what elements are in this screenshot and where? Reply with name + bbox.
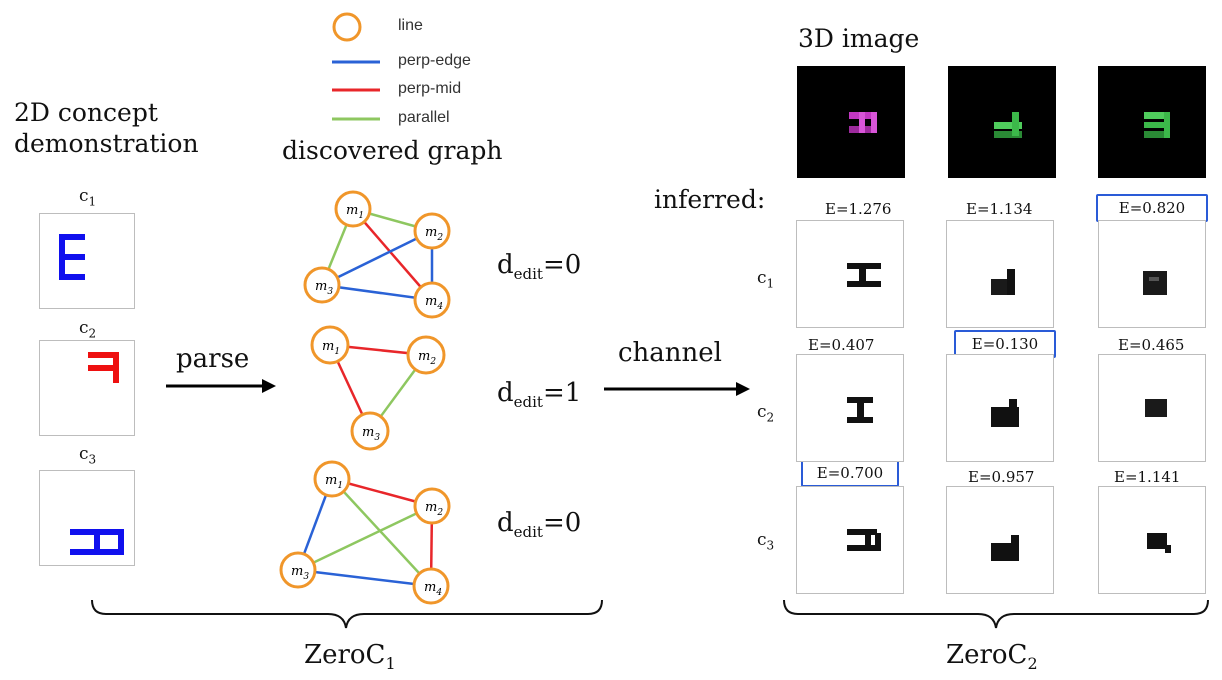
row-label-c1: c1	[757, 268, 775, 291]
graph2-node-m3: m3	[350, 411, 390, 451]
pred-r3-c1	[796, 486, 904, 594]
svg-text:m1: m1	[325, 473, 343, 491]
svg-text:m4: m4	[425, 294, 443, 312]
graph2-dedit: dedit=1	[497, 378, 582, 412]
legend-line-swatch	[332, 12, 362, 42]
graph3-node-m1: m1	[313, 460, 351, 498]
svg-text:m3: m3	[291, 564, 309, 582]
brace-left	[91, 599, 603, 629]
concept-demo-heading-line1: 2D concept	[14, 98, 158, 127]
row-label-c2: c2	[757, 402, 775, 425]
parse-arrow	[166, 379, 276, 393]
graph1-dedit: dedit=0	[497, 250, 582, 284]
graph3-dedit: dedit=0	[497, 508, 582, 542]
graph2-node-m2: m2	[406, 335, 446, 375]
concept-c3-glyph	[70, 529, 124, 555]
svg-text:m1: m1	[322, 339, 340, 357]
graph1-node-m2: m2	[413, 212, 451, 250]
render-shape-2	[994, 112, 1022, 138]
svg-text:m2: m2	[425, 225, 443, 243]
render-shape-3	[1144, 112, 1170, 138]
svg-text:m2: m2	[418, 349, 436, 367]
svg-text:m3: m3	[362, 425, 380, 443]
concept-c3-label: c3	[79, 444, 97, 467]
svg-text:m2: m2	[425, 500, 443, 518]
graph2-node-m1: m1	[310, 325, 350, 365]
concept-c2-image	[39, 340, 135, 436]
graph3-node-m2: m2	[413, 487, 451, 525]
legend-swatches	[332, 12, 380, 121]
graph1-node-m3: m3	[303, 266, 341, 304]
concept-c1-label: c1	[79, 186, 97, 209]
graph3-node-m4: m4	[412, 567, 450, 605]
legend-label-perp-mid: perp-mid	[398, 80, 462, 97]
pred-r2-c2	[946, 354, 1054, 462]
energy-r3-c2: E=0.957	[968, 468, 1035, 486]
render-shape-1	[849, 112, 877, 133]
legend: line perp-edge perp-mid parallel	[330, 10, 490, 130]
svg-text:m4: m4	[424, 580, 442, 598]
legend-label-perp-edge: perp-edge	[398, 52, 471, 69]
render-image-3	[1098, 66, 1206, 178]
pred-r1-c3	[1098, 220, 1206, 328]
pred-r1-c1	[796, 220, 904, 328]
pred-r3-c3	[1098, 486, 1206, 594]
energy-r2-c3: E=0.465	[1118, 336, 1185, 354]
footer-zeroc1: ZeroC1	[304, 640, 396, 674]
concept-c3-image	[39, 470, 135, 566]
energy-r3-c1-selected: E=0.700	[801, 459, 899, 487]
concept-demo-heading: 2D concept demonstration	[14, 98, 199, 159]
pred-r2-c1	[796, 354, 904, 462]
graph1-edge-m2-m3	[321, 229, 433, 287]
concept-c1-image	[39, 213, 135, 309]
legend-label-parallel: parallel	[398, 109, 450, 126]
svg-text:m1: m1	[346, 203, 364, 221]
channel-arrow	[604, 382, 750, 396]
energy-r2-c1: E=0.407	[808, 336, 875, 354]
concept-c1-glyph	[59, 234, 85, 280]
graph1-edge-m1-m4	[352, 208, 433, 301]
concept-demo-heading-line2: demonstration	[14, 128, 199, 158]
graph3-node-m3: m3	[279, 551, 317, 589]
graph3-edge-m1-m4	[331, 478, 432, 587]
pred-r2-c3	[1098, 354, 1206, 462]
render-image-1	[797, 66, 905, 178]
concept-c2-label: c2	[79, 318, 97, 341]
pred-r3-c2	[946, 486, 1054, 594]
graph1-node-m4: m4	[413, 281, 451, 319]
energy-r3-c3: E=1.141	[1114, 468, 1181, 486]
brace-right	[783, 599, 1209, 629]
inferred-label: inferred:	[654, 185, 766, 214]
energy-r1-c1: E=1.276	[825, 200, 892, 218]
parse-label: parse	[176, 344, 250, 374]
channel-label: channel	[618, 338, 722, 368]
graph3-edge-m3-m4	[297, 568, 432, 588]
row-label-c3: c3	[757, 530, 775, 553]
energy-r1-c3-selected: E=0.820	[1096, 194, 1208, 222]
graph1-edge-m3-m4	[321, 283, 433, 302]
render-image-2	[948, 66, 1056, 178]
discovered-graphs: m1 m2 m3 m4 m1 m2 m3 m1 m2 m3 m4	[279, 190, 451, 605]
svg-text:m3: m3	[315, 279, 333, 297]
concept-c2-glyph	[88, 352, 119, 383]
energy-r1-c2: E=1.134	[966, 200, 1033, 218]
pred-r1-c2	[946, 220, 1054, 328]
footer-zeroc2: ZeroC2	[946, 640, 1038, 674]
graph1-node-m1: m1	[334, 190, 372, 228]
legend-label-line: line	[398, 17, 423, 34]
graph3-edge-m2-m3	[297, 504, 433, 572]
image-3d-heading: 3D image	[798, 24, 920, 53]
discovered-graph-heading: discovered graph	[282, 136, 503, 165]
